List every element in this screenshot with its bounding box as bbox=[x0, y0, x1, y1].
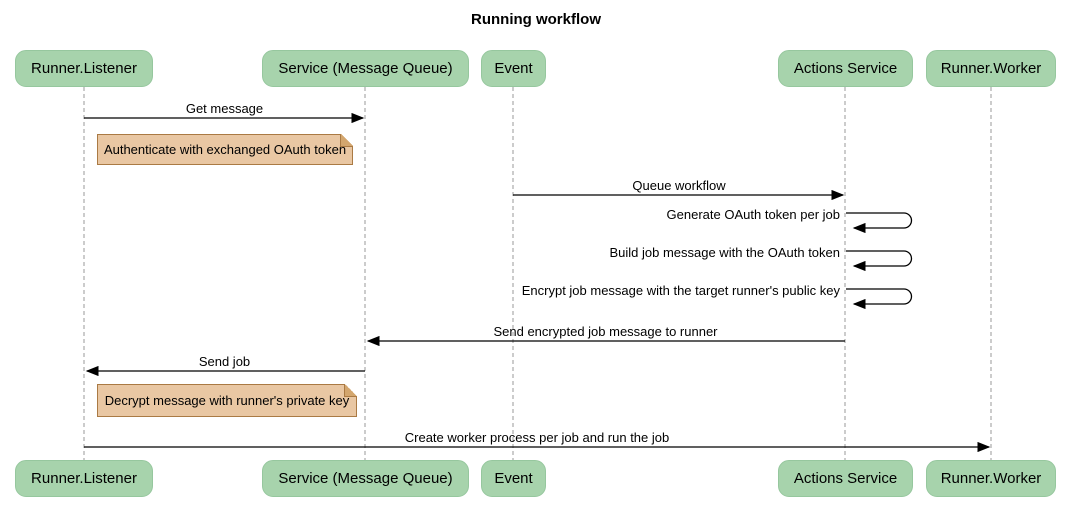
participant-label: Runner.Worker bbox=[940, 470, 1042, 487]
self-loop-generate-oauth-token bbox=[846, 212, 913, 234]
note-fold-icon bbox=[344, 384, 357, 397]
participant-bottom-event: Event bbox=[481, 460, 546, 497]
participant-top-runner-listener: Runner.Listener bbox=[15, 50, 153, 87]
participant-label: Actions Service bbox=[793, 60, 898, 77]
participant-label: Event bbox=[494, 60, 533, 77]
diagram-title: Running workflow bbox=[471, 11, 601, 28]
participant-label: Runner.Listener bbox=[31, 470, 137, 487]
message-label-send-job: Send job bbox=[198, 354, 251, 369]
note-decrypt-private-key: Decrypt message with runner's private ke… bbox=[97, 384, 357, 417]
participant-label: Service (Message Queue) bbox=[278, 470, 453, 487]
participant-top-actions-service: Actions Service bbox=[778, 50, 913, 87]
self-loop-encrypt-job-message bbox=[846, 288, 913, 310]
note-authenticate-oauth: Authenticate with exchanged OAuth token bbox=[97, 134, 353, 165]
message-label-create-worker-process: Create worker process per job and run th… bbox=[404, 430, 670, 445]
note-fold-icon bbox=[340, 134, 353, 147]
participant-top-runner-worker: Runner.Worker bbox=[926, 50, 1056, 87]
participant-label: Runner.Worker bbox=[940, 60, 1042, 77]
participant-bottom-runner-listener: Runner.Listener bbox=[15, 460, 153, 497]
participant-top-event: Event bbox=[481, 50, 546, 87]
message-label-send-encrypted-job-message: Send encrypted job message to runner bbox=[493, 324, 718, 339]
message-label-encrypt-job-message: Encrypt job message with the target runn… bbox=[521, 283, 840, 298]
self-loop-build-job-message bbox=[846, 250, 913, 272]
participant-label: Actions Service bbox=[793, 470, 898, 487]
message-label-queue-workflow: Queue workflow bbox=[632, 178, 726, 193]
message-label-build-job-message: Build job message with the OAuth token bbox=[609, 245, 840, 260]
participant-label: Runner.Listener bbox=[31, 60, 137, 77]
participant-top-service-message-queue: Service (Message Queue) bbox=[262, 50, 469, 87]
message-label-get-message: Get message bbox=[185, 101, 264, 116]
participant-bottom-runner-worker: Runner.Worker bbox=[926, 460, 1056, 497]
participant-bottom-service-message-queue: Service (Message Queue) bbox=[262, 460, 469, 497]
message-label-generate-oauth-token: Generate OAuth token per job bbox=[666, 207, 840, 222]
participant-bottom-actions-service: Actions Service bbox=[778, 460, 913, 497]
note-label: Authenticate with exchanged OAuth token bbox=[103, 142, 347, 157]
participant-label: Service (Message Queue) bbox=[278, 60, 453, 77]
participant-label: Event bbox=[494, 470, 533, 487]
note-label: Decrypt message with runner's private ke… bbox=[104, 393, 350, 408]
